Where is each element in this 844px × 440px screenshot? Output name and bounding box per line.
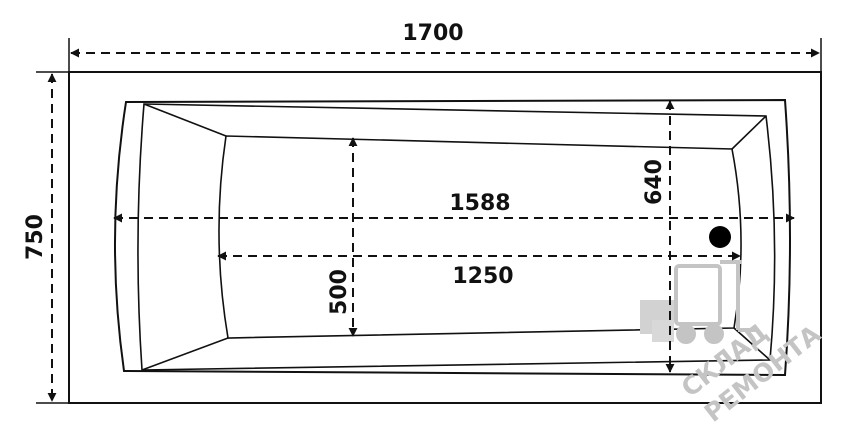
dim-label-1700: 1700 [402, 21, 463, 46]
drain-hole [709, 226, 731, 248]
tub-bowl [218, 135, 742, 339]
dim-label-640: 640 [642, 159, 667, 205]
bevel-top-right [731, 115, 767, 150]
dim-label-1250: 1250 [452, 264, 513, 289]
bevel-bottom-right [733, 327, 771, 361]
bevel-bottom-left [141, 337, 229, 371]
tub-rim-outer [113, 98, 791, 377]
tub-rim-inner [137, 103, 776, 371]
dim-label-1588: 1588 [449, 191, 510, 216]
dim-label-500: 500 [327, 269, 352, 315]
bevel-top-left [143, 103, 227, 137]
dim-label-750: 750 [23, 214, 48, 260]
outer-frame [68, 71, 822, 404]
